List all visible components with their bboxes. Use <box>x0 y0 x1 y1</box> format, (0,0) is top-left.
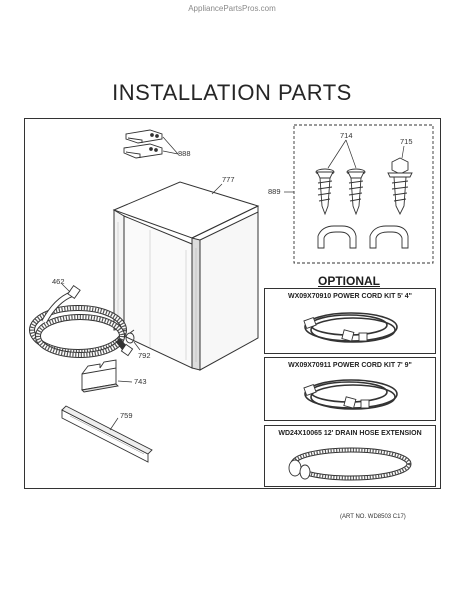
leader-462 <box>61 283 71 293</box>
callout-462: 462 <box>52 277 65 286</box>
optional-kit-drain-hose-extension: WD24X10065 12' DRAIN HOSE EXTENSION <box>264 425 436 487</box>
kit-label: WX09X70911 POWER CORD KIT 7' 9" <box>288 362 412 369</box>
power-cord-coil-icon <box>303 379 398 410</box>
clip-b <box>369 225 409 249</box>
callout-714: 714 <box>340 131 353 140</box>
diagram-frame <box>24 118 441 489</box>
optional-kit-power-cord-7ft: WX09X70911 POWER CORD KIT 7' 9" <box>264 357 436 421</box>
site-watermark: AppliancePartsPros.com <box>188 4 276 13</box>
leader-714 <box>327 139 357 169</box>
kit-label: WD24X10065 12' DRAIN HOSE EXTENSION <box>278 430 422 437</box>
callout-715: 715 <box>400 137 413 146</box>
kit-label: WX09X70910 POWER CORD KIT 5' 4" <box>287 293 413 300</box>
leader-888 <box>162 136 179 155</box>
mounting-brackets-888 <box>123 129 163 159</box>
callout-888: 888 <box>178 149 191 158</box>
enclosure-texture <box>117 222 197 362</box>
callout-759: 759 <box>120 411 133 420</box>
clip-a <box>317 225 357 249</box>
callout-889: 889 <box>268 187 281 196</box>
leader-715 <box>401 145 405 159</box>
enclosure-panel-777 <box>112 181 260 371</box>
callout-792: 792 <box>138 351 151 360</box>
screw-714-b <box>346 168 366 216</box>
hose-end-fitting <box>67 284 134 357</box>
leader-759 <box>109 417 119 431</box>
optional-heading: OPTIONAL <box>318 274 380 288</box>
leader-792 <box>133 341 141 351</box>
fastener-kit-box-889 <box>293 124 434 264</box>
drain-hose-462 <box>29 291 129 358</box>
leader-777 <box>211 183 223 195</box>
optional-kit-power-cord-5ft: WX09X70910 POWER CORD KIT 5' 4" <box>264 288 436 354</box>
hose-bracket-743 <box>81 359 119 393</box>
callout-743: 743 <box>134 377 147 386</box>
leader-743 <box>117 380 133 383</box>
callout-777: 777 <box>222 175 235 184</box>
power-cord-coil-icon <box>303 312 398 343</box>
art-number: (ART NO. WD8503 C17) <box>340 514 406 520</box>
hose-clamp-792 <box>125 329 135 344</box>
page-title: INSTALLATION PARTS <box>112 80 352 105</box>
toe-kick-759 <box>61 405 153 463</box>
screw-714-a <box>315 168 335 216</box>
screw-715 <box>387 157 413 216</box>
drain-hose-coil-icon <box>288 447 412 481</box>
